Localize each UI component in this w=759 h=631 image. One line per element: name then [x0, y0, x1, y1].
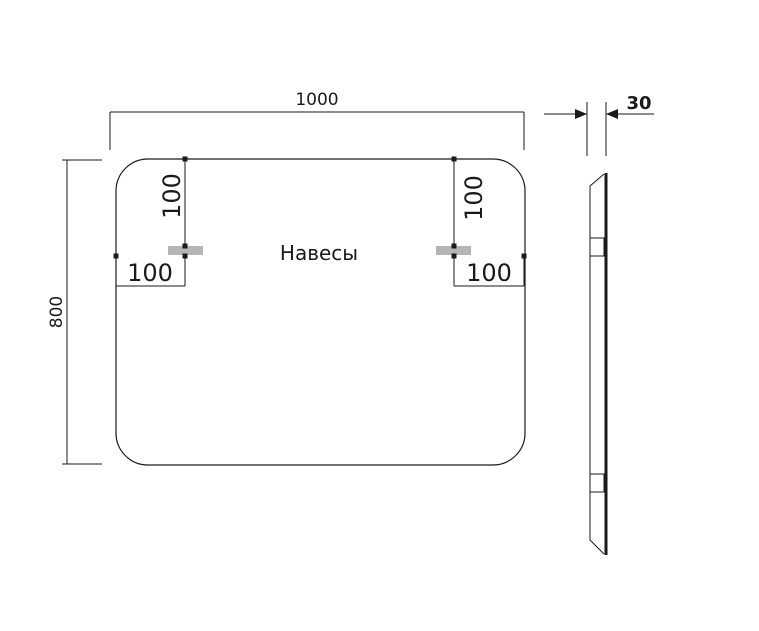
side-view-lower-mount [589, 473, 605, 493]
mirror-front-outline [115, 158, 526, 466]
right-top-marker [451, 156, 457, 162]
right-hanger-vertical-label: 100 [460, 175, 488, 221]
right-hanger-marker [451, 243, 457, 249]
hangers-label: Навесы [280, 241, 358, 265]
right-hanger-horizontal-label: 100 [466, 259, 512, 287]
width-dimension-label: 1000 [295, 90, 338, 110]
width-dimension: 1000 [109, 90, 525, 150]
left-hanger-vertical-label: 100 [158, 173, 186, 219]
right-hanger-group: 100 100 [436, 156, 527, 287]
side-view-outline [589, 173, 605, 555]
side-view-upper-mount [589, 237, 605, 257]
depth-dimension: 30 [544, 93, 654, 156]
height-dimension-label: 800 [47, 296, 67, 328]
side-view-profile [589, 173, 608, 555]
left-top-marker [182, 156, 188, 162]
depth-arrow-left-head [575, 109, 587, 119]
left-edge-marker [113, 253, 119, 259]
left-hanger-horizontal-label: 100 [127, 259, 173, 287]
height-dimension: 800 [47, 159, 102, 465]
right-hanger-bracket [436, 246, 471, 255]
left-hanger-marker [182, 243, 188, 249]
right-edge-marker [521, 253, 527, 259]
left-hanger-group: 100 100 [113, 156, 203, 287]
depth-dimension-label: 30 [626, 93, 651, 114]
left-hanger-bracket [168, 246, 203, 255]
depth-arrow-right-head [606, 109, 618, 119]
